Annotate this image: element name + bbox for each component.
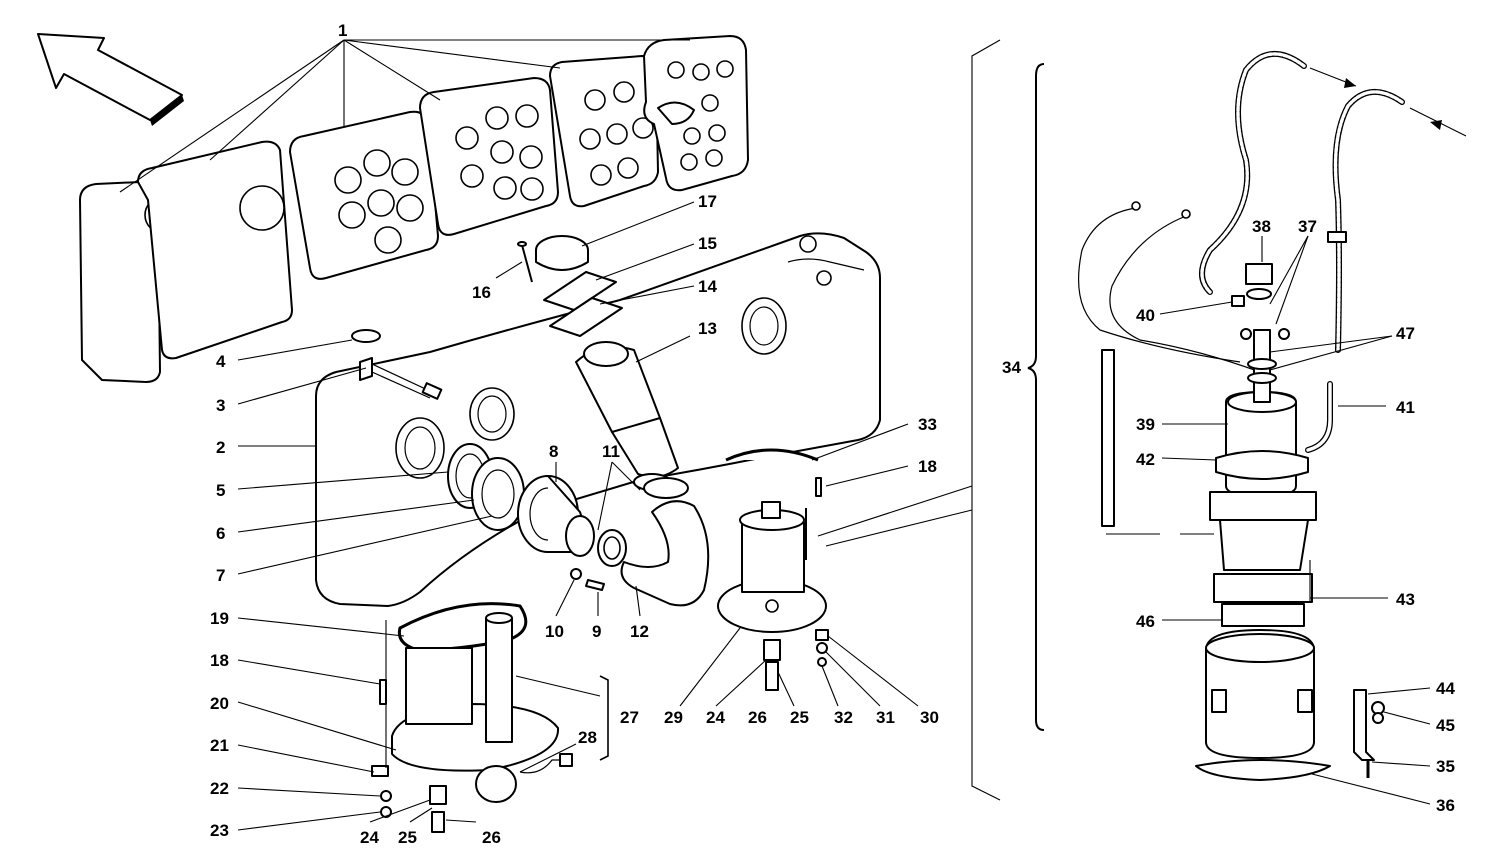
callout-36: 36 (1436, 796, 1455, 815)
filler-gasket-lower (549, 297, 623, 337)
callout-7: 7 (216, 566, 225, 585)
callout-34: 34 (1002, 358, 1021, 377)
braided-hose-right (1327, 88, 1405, 353)
pump-flange-lower (391, 612, 573, 803)
callout-41: 41 (1396, 398, 1415, 417)
callout-32: 32 (834, 708, 853, 727)
callout-13: 13 (698, 319, 717, 338)
rod (1101, 349, 1115, 527)
stud-18-lower (379, 679, 387, 705)
callout-25-upper: 25 (790, 708, 809, 727)
clamp-42 (1215, 450, 1309, 480)
callout-46: 46 (1136, 612, 1155, 631)
port-flange-rings (447, 443, 627, 567)
callout-9: 9 (592, 622, 601, 641)
brace-34 (1027, 63, 1045, 731)
callout-24-upper: 24 (706, 708, 725, 727)
callout-10: 10 (545, 622, 564, 641)
vent-clip (351, 329, 381, 343)
callout-15: 15 (698, 234, 717, 253)
filler-cap (535, 235, 589, 271)
callout-22: 22 (210, 779, 229, 798)
leader-lines (119, 39, 1431, 831)
callout-19: 19 (210, 609, 229, 628)
o-ring-33 (725, 448, 819, 462)
insulation-blocks (79, 35, 749, 383)
filter-housing (1209, 491, 1317, 627)
washers-22-23 (380, 790, 392, 818)
filler-neck (575, 341, 679, 478)
drain-plug-lower (429, 785, 447, 833)
vent-fitting (359, 357, 443, 400)
stud-18-upper (815, 477, 822, 497)
callout-12: 12 (630, 622, 649, 641)
callout-38: 38 (1252, 217, 1271, 236)
callout-30: 30 (920, 708, 939, 727)
callout-4: 4 (216, 352, 226, 371)
callout-18-upper: 18 (918, 457, 937, 476)
callout-29: 29 (664, 708, 683, 727)
callout-14: 14 (698, 277, 717, 296)
pump-flange-unit (717, 501, 827, 633)
callout-11: 11 (602, 442, 620, 461)
callout-26-upper: 26 (748, 708, 767, 727)
elbow-hose (620, 500, 710, 607)
callout-44: 44 (1436, 679, 1455, 698)
callout-18-lower: 18 (210, 651, 229, 670)
bracket-line-left (971, 39, 1001, 801)
callout-21: 21 (210, 736, 229, 755)
callout-43: 43 (1396, 590, 1415, 609)
callout-1: 1 (338, 21, 347, 40)
callout-24-lower: 24 (360, 828, 379, 847)
callout-35: 35 (1436, 757, 1455, 776)
callout-45: 45 (1436, 716, 1455, 735)
canister (1195, 629, 1331, 781)
filler-screw (517, 241, 533, 283)
fitting-38 (1245, 263, 1273, 300)
callout-42: 42 (1136, 450, 1155, 469)
callout-26-lower: 26 (482, 828, 501, 847)
callout-labels: 1 2 3 4 5 6 7 8 9 10 11 12 13 14 15 16 1… (210, 21, 1455, 847)
lower-bracket-21 (371, 765, 389, 777)
pipe-41 (1305, 381, 1333, 453)
drain-plug-upper (763, 639, 781, 691)
fitting-40 (1231, 295, 1245, 307)
bracket-44 (1353, 689, 1385, 761)
callout-16: 16 (472, 283, 491, 302)
wiring-harness (1077, 201, 1261, 373)
screw-and-washer (570, 568, 605, 591)
callout-17: 17 (698, 192, 717, 211)
braided-hose-left (1199, 50, 1307, 295)
callout-6: 6 (216, 524, 225, 543)
callout-23: 23 (210, 821, 229, 840)
flow-arrows (1309, 67, 1467, 137)
callout-37: 37 (1298, 217, 1317, 236)
filler-gasket-upper (543, 271, 617, 311)
callout-39: 39 (1136, 415, 1155, 434)
callout-33: 33 (918, 415, 937, 434)
callout-8: 8 (549, 442, 558, 461)
callout-40: 40 (1136, 306, 1155, 325)
callout-31: 31 (876, 708, 895, 727)
callout-25-lower: 25 (398, 828, 417, 847)
fuel-tank (315, 232, 881, 607)
callout-20: 20 (210, 694, 229, 713)
bracket-30 (815, 629, 829, 667)
direction-arrow-icon (37, 33, 184, 126)
callout-3: 3 (216, 396, 225, 415)
callout-2: 2 (216, 438, 225, 457)
callout-5: 5 (216, 481, 225, 500)
callout-28: 28 (578, 728, 597, 747)
hose-clamps (633, 473, 689, 499)
callout-27: 27 (620, 708, 639, 727)
callout-47: 47 (1396, 324, 1415, 343)
